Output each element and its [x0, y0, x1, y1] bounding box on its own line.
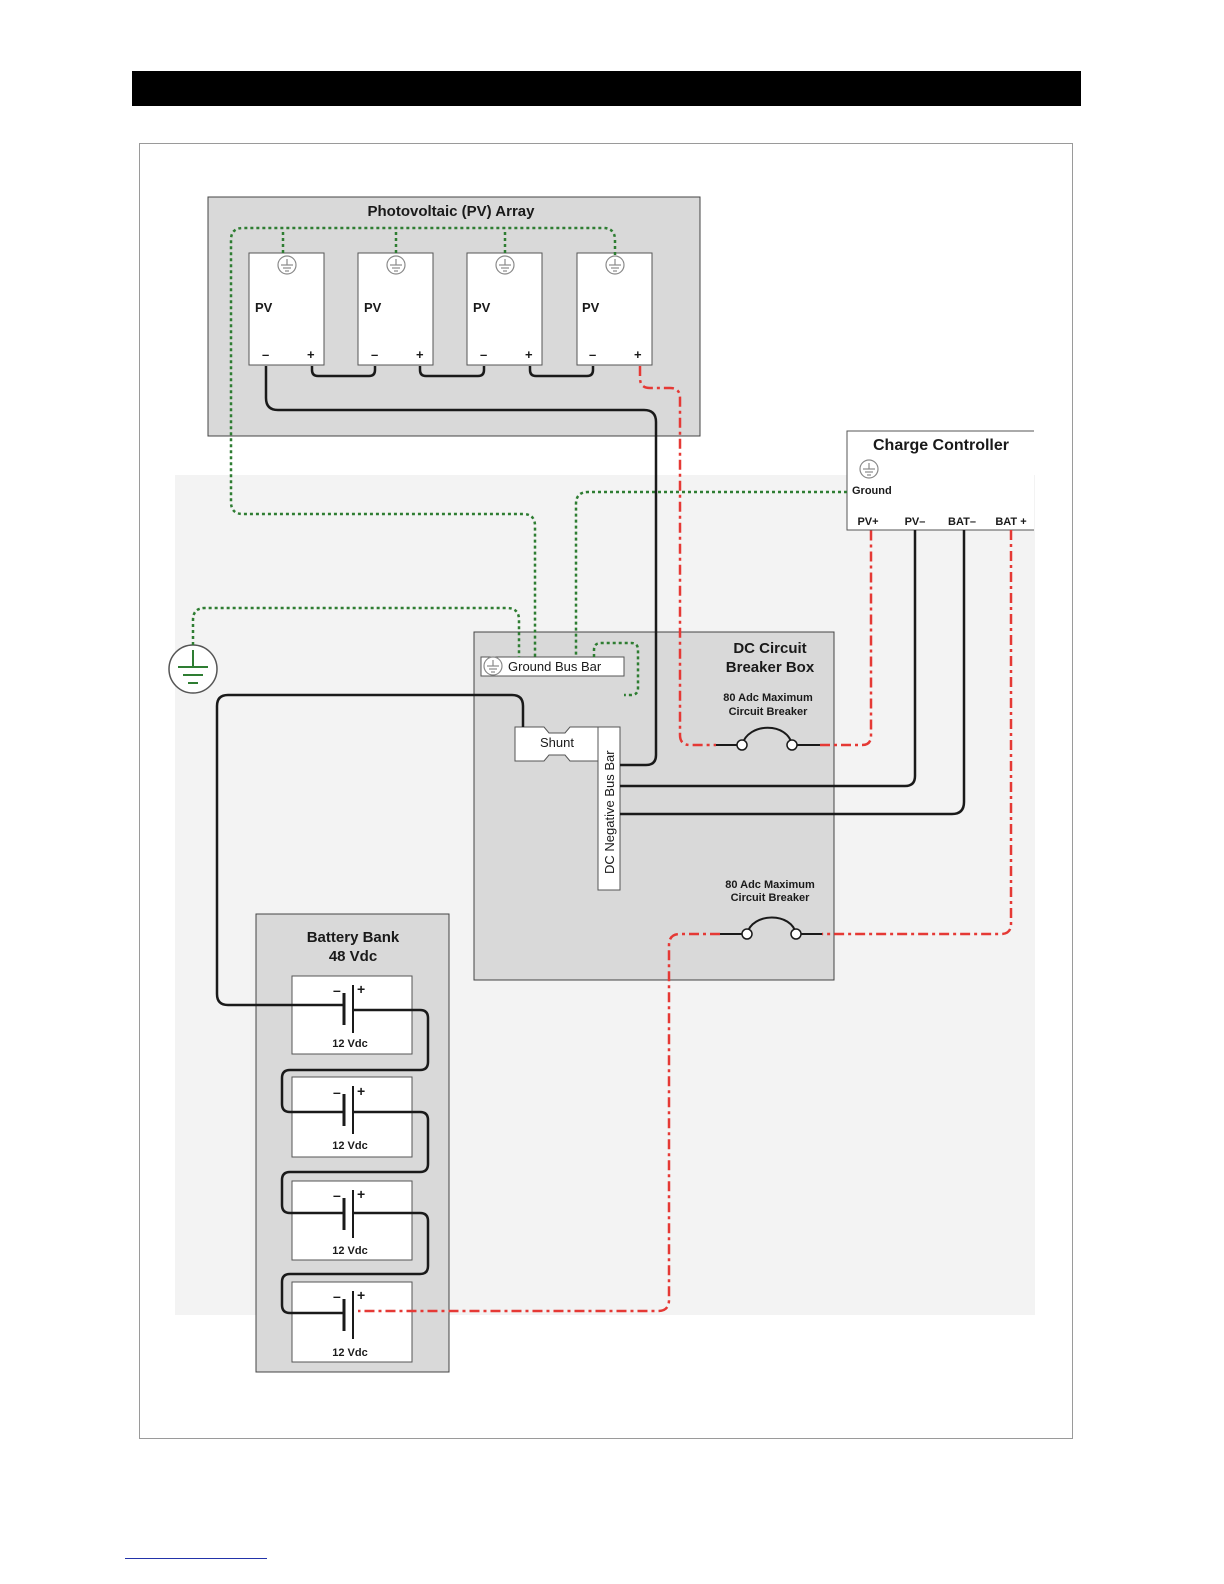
battery-cell-label: 12 Vdc [332, 1140, 367, 1152]
pv-plus-terminal: + [416, 347, 424, 362]
battery-cell-label: 12 Vdc [332, 1245, 367, 1257]
footer-link-underline [125, 1558, 267, 1559]
battery-bank: Battery Bank 48 Vdc – + 12 Vdc – + 12 Vd… [256, 914, 449, 1372]
battery-bank-title-line1: Battery Bank [307, 929, 400, 946]
earth-ground-icon [169, 645, 217, 693]
ground-label: Ground [852, 485, 892, 497]
battery-minus: – [333, 982, 341, 998]
pv-module: PV – + [249, 253, 324, 365]
pv-module: PV – + [577, 253, 652, 365]
breaker-top-line1: 80 Adc Maximum [723, 692, 813, 704]
battery-cell: – + 12 Vdc [292, 976, 412, 1054]
terminal-bat-plus: BAT + [995, 516, 1026, 528]
pv-module: PV – + [358, 253, 433, 365]
ground-bus-bar-label: Ground Bus Bar [508, 659, 602, 674]
battery-cell: – + 12 Vdc [292, 1181, 412, 1260]
battery-cell: – + 12 Vdc [292, 1282, 412, 1362]
terminal-pv-plus: PV+ [857, 516, 878, 528]
dc-negative-bus-bar: DC Negative Bus Bar [598, 727, 620, 890]
pv-minus-terminal: – [589, 347, 596, 362]
battery-minus: – [333, 1288, 341, 1304]
pv-minus-terminal: – [371, 347, 378, 362]
ground-bus-bar: Ground Bus Bar [481, 657, 624, 676]
breaker-bottom-line1: 80 Adc Maximum [725, 879, 815, 891]
terminal-pv-minus: PV– [905, 516, 926, 528]
dc-negative-bus-bar-label: DC Negative Bus Bar [602, 750, 617, 874]
battery-plus: + [357, 1186, 365, 1202]
battery-minus: – [333, 1084, 341, 1100]
battery-plus: + [357, 981, 365, 997]
terminal-bat-minus: BAT– [948, 516, 976, 528]
pv-module-label: PV [364, 300, 382, 315]
pv-module-label: PV [582, 300, 600, 315]
battery-plus: + [357, 1287, 365, 1303]
charge-controller: Charge Controller Ground PV+ PV– BAT– BA… [847, 431, 1034, 530]
breaker-box-title-line1: DC Circuit [733, 640, 806, 657]
charge-controller-title: Charge Controller [873, 437, 1009, 454]
shunt-label: Shunt [540, 735, 574, 750]
battery-cell: – + 12 Vdc [292, 1077, 412, 1157]
battery-minus: – [333, 1187, 341, 1203]
pv-plus-terminal: + [307, 347, 315, 362]
battery-bank-title-line2: 48 Vdc [329, 948, 377, 965]
breaker-top-line2: Circuit Breaker [729, 706, 809, 718]
pv-plus-terminal: + [634, 347, 642, 362]
pv-plus-terminal: + [525, 347, 533, 362]
breaker-bottom-line2: Circuit Breaker [731, 892, 811, 904]
pv-minus-terminal: – [480, 347, 487, 362]
battery-cell-label: 12 Vdc [332, 1347, 367, 1359]
breaker-box-title-line2: Breaker Box [726, 659, 815, 676]
dc-breaker-box: DC Circuit Breaker Box Ground Bus Bar Sh… [474, 632, 834, 980]
pv-module-label: PV [255, 300, 273, 315]
pv-module: PV – + [467, 253, 542, 365]
pv-module-label: PV [473, 300, 491, 315]
pv-minus-terminal: – [262, 347, 269, 362]
battery-plus: + [357, 1083, 365, 1099]
battery-cell-label: 12 Vdc [332, 1038, 367, 1050]
pv-array-title: Photovoltaic (PV) Array [368, 203, 536, 220]
